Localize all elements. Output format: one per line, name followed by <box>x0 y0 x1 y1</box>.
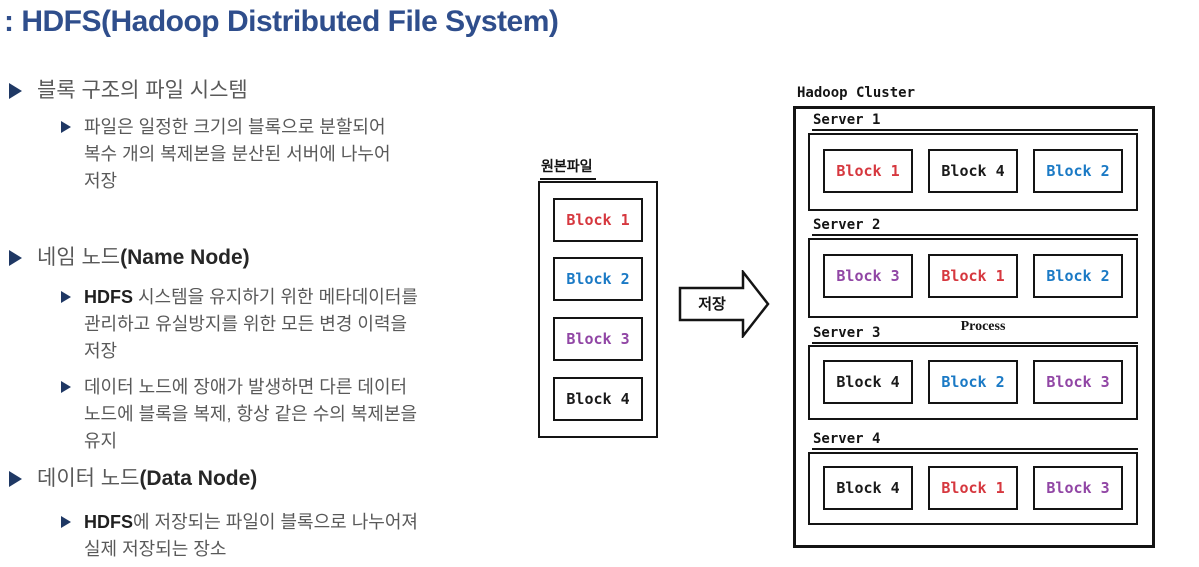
server-block: Block 1 <box>928 254 1018 298</box>
source-block: Block 3 <box>553 317 643 361</box>
server-block: Block 4 <box>928 149 1018 193</box>
bullet-triangle-icon <box>61 121 71 133</box>
outline-sub-line: HDFS 시스템을 유지하기 위한 메타데이터를 <box>84 284 418 311</box>
outline-sub-line: 노드에 블록을 복제, 항상 같은 수의 복제본을 <box>84 401 417 428</box>
source-file-box: Block 1 Block 2 Block 3 Block 4 <box>538 181 658 438</box>
source-block: Block 4 <box>553 377 643 421</box>
outline-sub-line: 저장 <box>84 338 117 365</box>
bullet-triangle-icon <box>61 291 71 303</box>
outline-item-title: 블록 구조의 파일 시스템 <box>37 76 248 106</box>
outline-sub-line: 관리하고 유실방지를 위한 모든 변경 이력을 <box>84 311 407 338</box>
server-block: Block 4 <box>823 466 913 510</box>
outline-sub-line: 유지 <box>84 428 117 455</box>
server-block: Block 1 <box>928 466 1018 510</box>
body-text: 실제 저장되는 장소 <box>84 539 227 559</box>
server-label: Server 1 <box>812 112 1138 131</box>
outline-sub-line: 실제 저장되는 장소 <box>84 536 226 563</box>
server-label: Server 3 <box>812 325 1138 344</box>
body-text: 데이터 노드에 장애가 발생하면 다른 데이터 <box>84 377 408 397</box>
save-arrow-icon: 저장 <box>678 270 770 338</box>
outline-item-title: 데이터 노드(Data Node) <box>37 464 257 494</box>
body-text: 복수 개의 복제본을 분산된 서버에 나누어 <box>84 144 391 164</box>
server-label: Server 4 <box>812 431 1138 450</box>
body-text: 유지 <box>84 431 118 451</box>
source-block: Block 2 <box>553 257 643 301</box>
body-text: 파일은 일정한 크기의 블록으로 분할되어 <box>84 117 386 137</box>
body-text: 관리하고 유실방지를 위한 모든 변경 이력을 <box>84 314 408 334</box>
server-block: Block 3 <box>823 254 913 298</box>
bullet-triangle-icon <box>61 516 71 528</box>
outline-item-title: 네임 노드(Name Node) <box>37 243 250 273</box>
server-label: Server 2 <box>812 217 1138 236</box>
source-block: Block 1 <box>553 198 643 242</box>
server-box: Block 4 Block 1 Block 3 <box>808 452 1138 525</box>
outline-title-ko: 네임 노드 <box>37 246 121 269</box>
bullet-triangle-icon <box>9 83 22 99</box>
server-block: Block 2 <box>1033 254 1123 298</box>
outline-title-ko: 블록 구조의 파일 시스템 <box>37 79 248 102</box>
body-text: 시스템을 유지하기 위한 메타데이터를 <box>133 287 418 307</box>
server-block: Block 1 <box>823 149 913 193</box>
server-block: Block 2 <box>1033 149 1123 193</box>
body-text: 에 저장되는 파일이 블록으로 나누어져 <box>133 512 418 532</box>
server-block: Block 4 <box>823 360 913 404</box>
server-box: Block 4 Block 2 Block 3 <box>808 345 1138 420</box>
server-box: Block 3 Block 1 Block 2 <box>808 238 1138 318</box>
outline-title-en: (Data Node) <box>139 467 258 490</box>
outline-title-en: (Name Node) <box>120 246 250 269</box>
outline-title-ko: 데이터 노드 <box>37 467 140 490</box>
source-file-label: 원본파일 <box>540 156 596 180</box>
emphasis-text: HDFS <box>84 287 133 307</box>
bullet-triangle-icon <box>9 471 22 487</box>
bullet-triangle-icon <box>9 250 22 266</box>
save-arrow-label: 저장 <box>698 295 726 313</box>
outline-sub-line: 데이터 노드에 장애가 발생하면 다른 데이터 <box>84 374 407 401</box>
page-title: : HDFS(Hadoop Distributed File System) <box>4 5 559 38</box>
server-block: Block 3 <box>1033 466 1123 510</box>
outline-sub-line: 복수 개의 복제본을 분산된 서버에 나누어 <box>84 141 391 168</box>
server-block: Block 3 <box>1033 360 1123 404</box>
body-text: 저장 <box>84 341 118 361</box>
body-text: 저장 <box>84 171 118 191</box>
outline-sub-line: 파일은 일정한 크기의 블록으로 분할되어 <box>84 114 386 141</box>
bullet-triangle-icon <box>61 381 71 393</box>
server-box: Block 1 Block 4 Block 2 <box>808 133 1138 211</box>
body-text: 노드에 블록을 복제, 항상 같은 수의 복제본을 <box>84 404 418 424</box>
cluster-label: Hadoop Cluster <box>797 85 916 101</box>
outline-sub-line: HDFS에 저장되는 파일이 블록으로 나누어져 <box>84 509 418 536</box>
emphasis-text: HDFS <box>84 512 133 532</box>
outline-sub-line: 저장 <box>84 168 117 195</box>
process-label: Process <box>960 319 1006 334</box>
server-block: Block 2 <box>928 360 1018 404</box>
